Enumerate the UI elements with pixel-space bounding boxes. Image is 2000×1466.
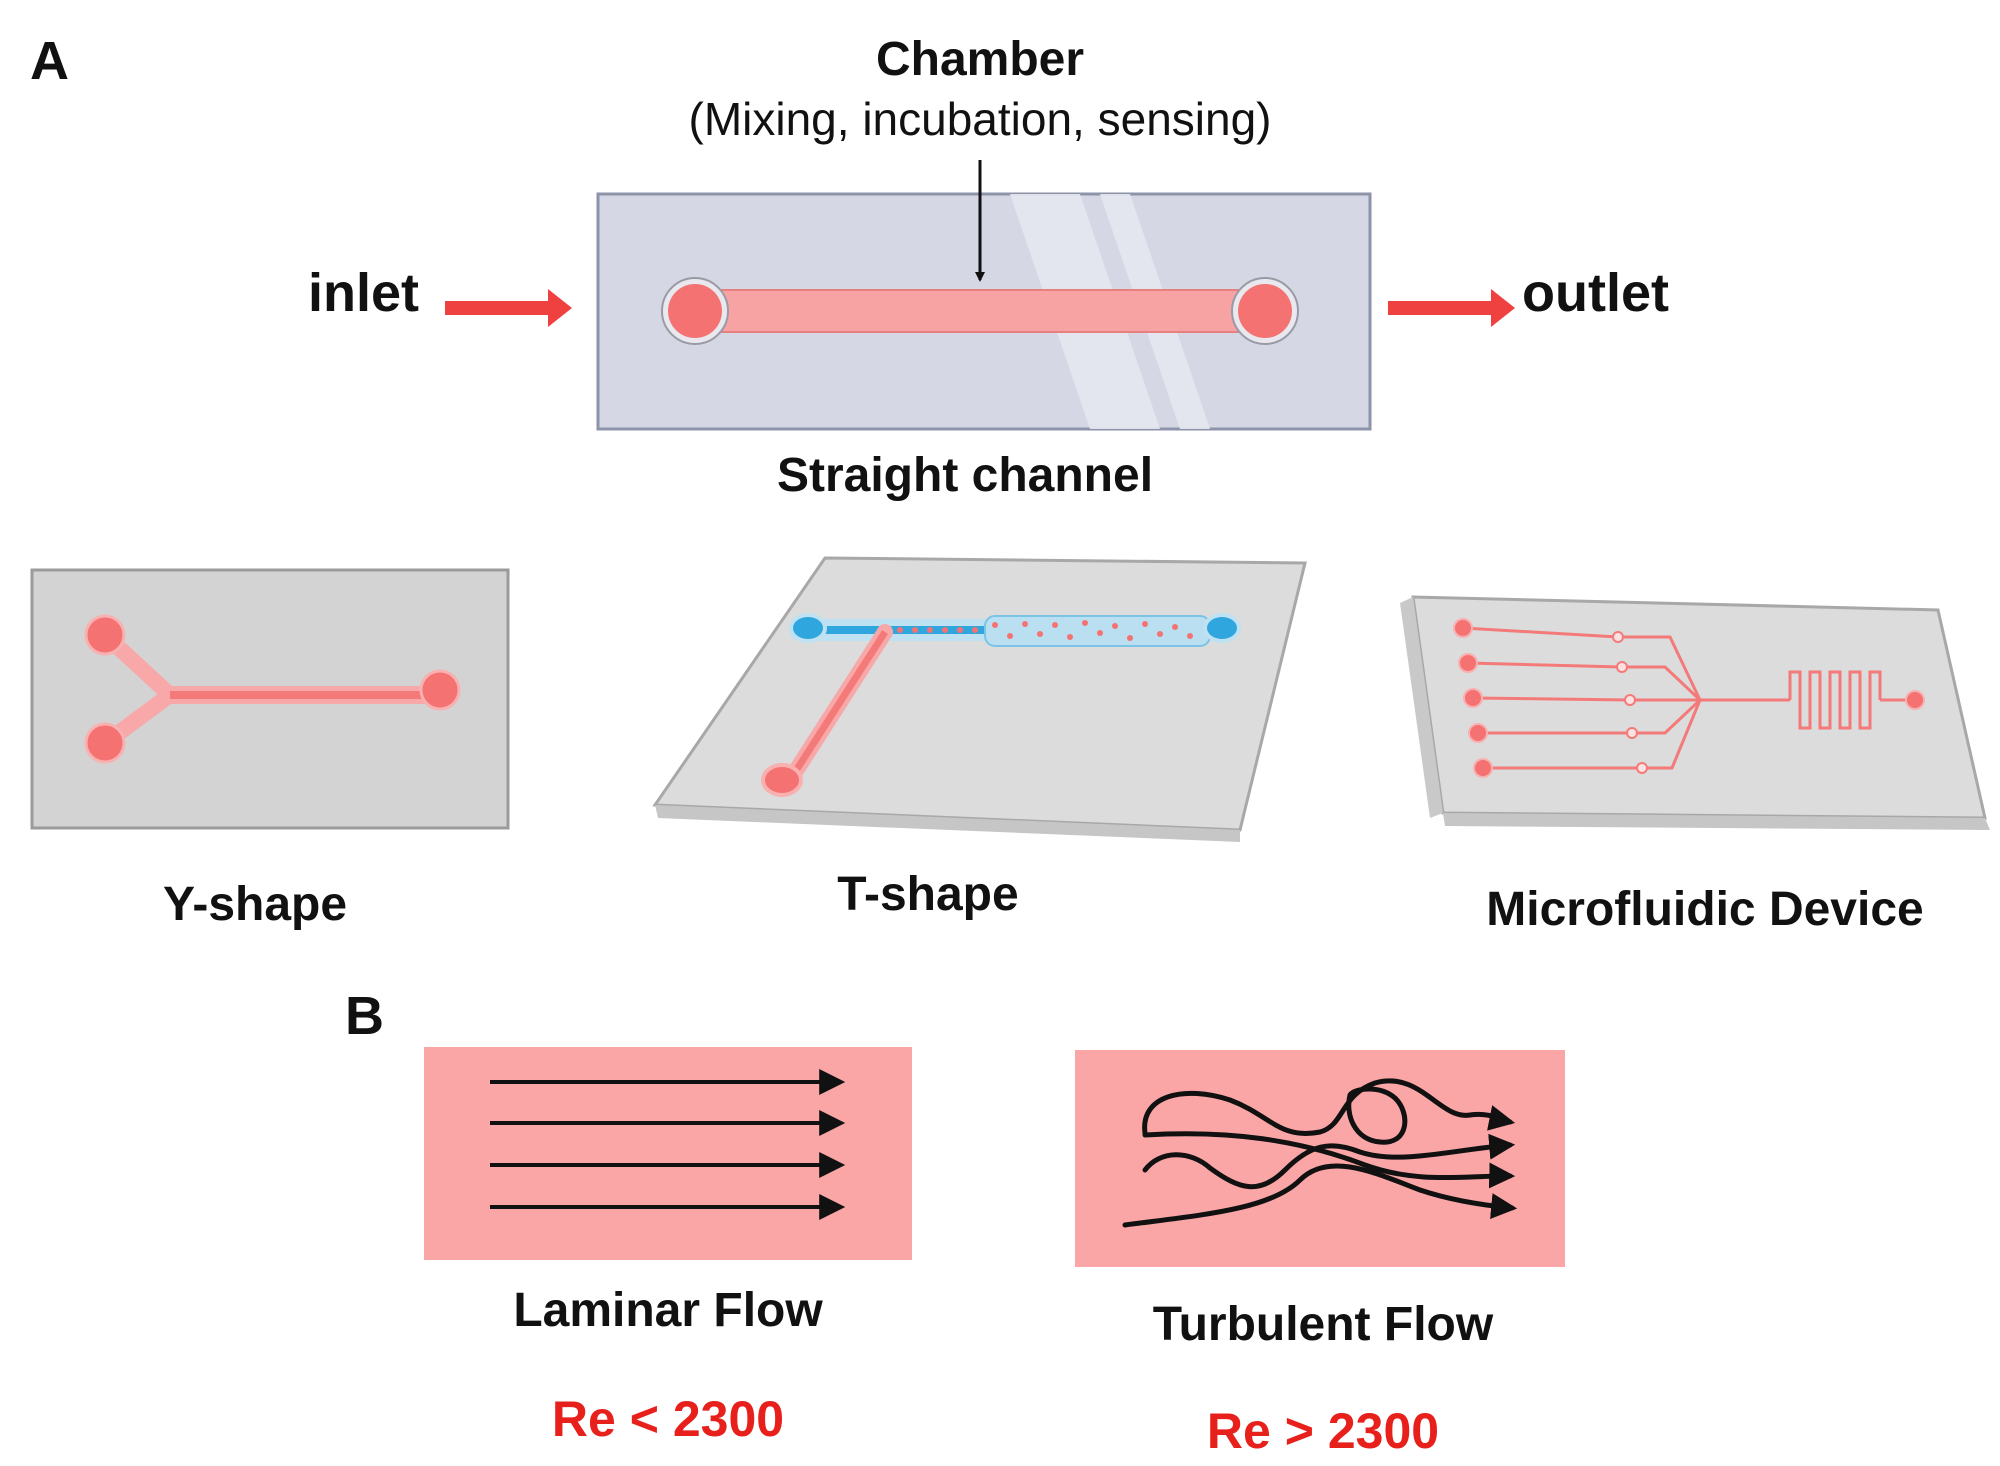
panel-b-letter: B [345,986,384,1046]
turbulent-flow-label: Turbulent Flow [1152,1298,1494,1351]
straight-channel-chip [596,192,1372,431]
microfluidic-device-label: Microfluidic Device [1486,883,1924,936]
inlet-arrow [445,289,572,327]
outlet-arrow [1388,289,1515,327]
turbulent-re-label: Re > 2300 [1206,1403,1440,1459]
t-shape-chip [652,556,1307,842]
y-shape-chip [30,568,510,830]
inlet-label: inlet [308,263,420,323]
laminar-flow-label: Laminar Flow [513,1284,823,1337]
laminar-flow-box [424,1047,912,1260]
y-shape-label: Y-shape [162,878,348,931]
microfluidic-device-chip [1400,595,1990,830]
t-shape-label: T-shape [837,868,1019,921]
turbulent-flow-box [1075,1050,1565,1267]
chamber-title: Chamber [875,33,1085,86]
laminar-re-label: Re < 2300 [551,1391,785,1447]
panel-a-letter: A [30,31,69,91]
chamber-subtitle: (Mixing, incubation, sensing) [688,93,1272,145]
straight-channel-label: Straight channel [776,449,1154,502]
outlet-label: outlet [1522,263,1669,323]
